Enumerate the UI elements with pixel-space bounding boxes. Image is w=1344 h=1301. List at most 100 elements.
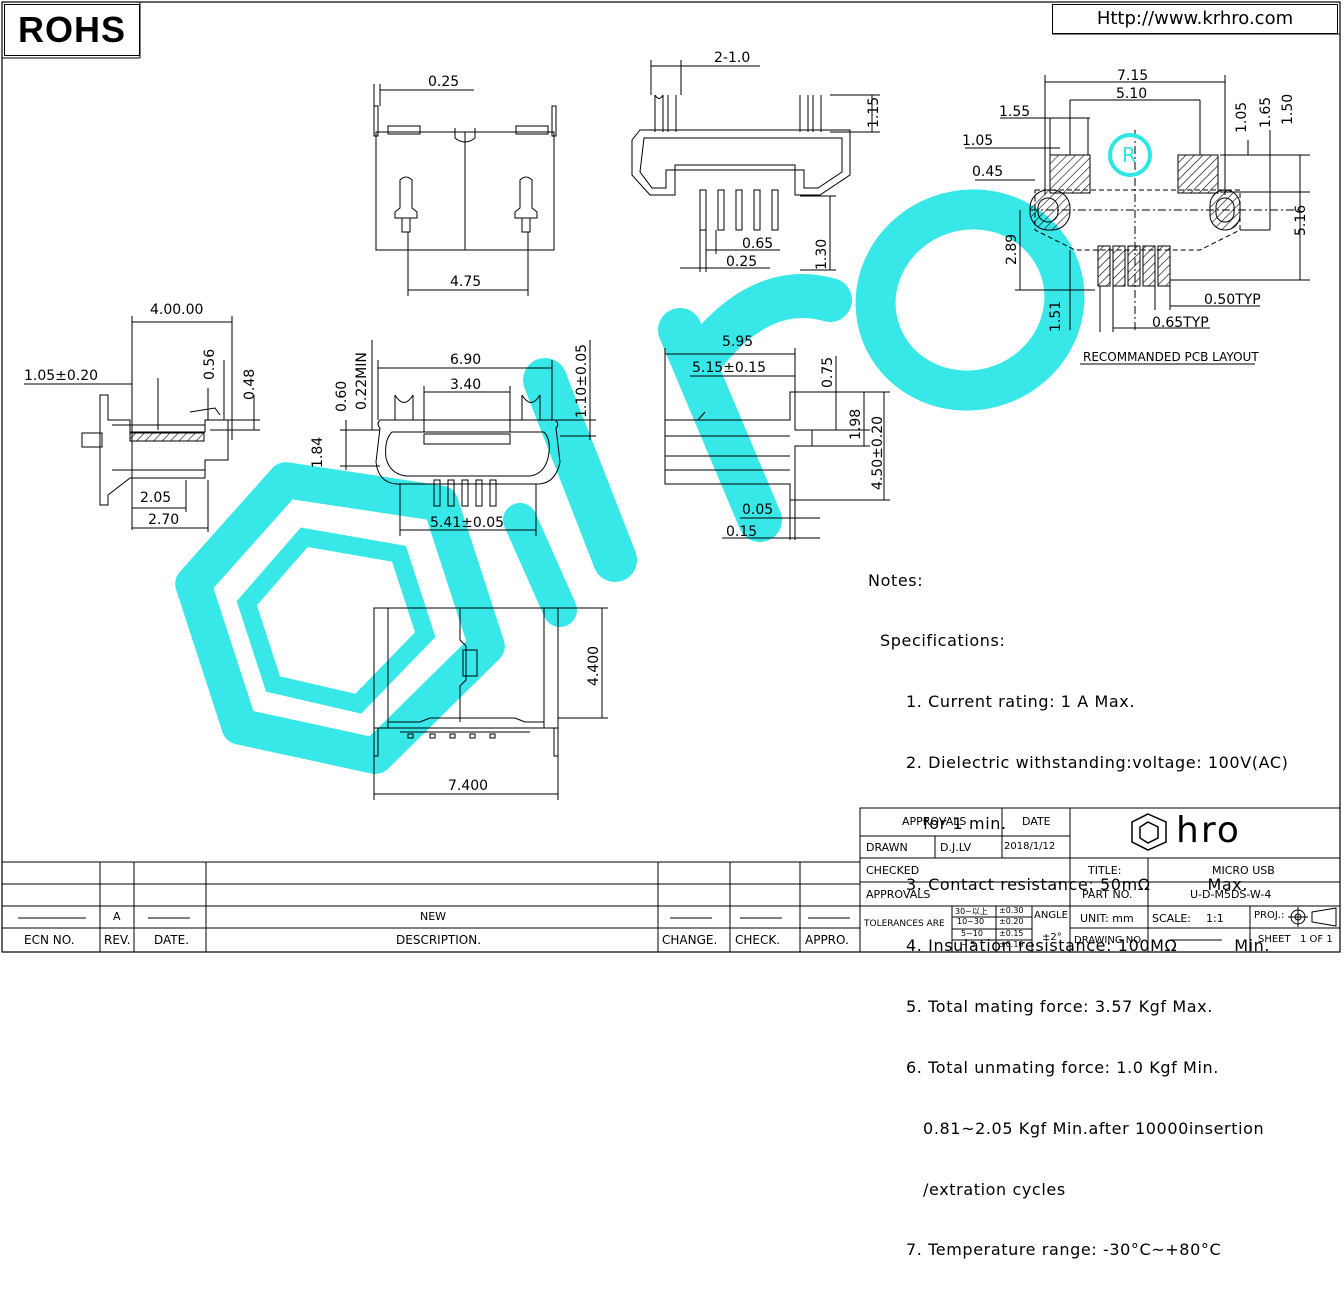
dim-label: 4.50±0.20	[870, 416, 886, 490]
dim-label: 7.15	[1117, 68, 1148, 84]
dim-label: 2-1.0	[714, 50, 750, 66]
note-line: 4. Insulation resistance: 100MΩ Min.	[906, 935, 1271, 955]
dim-label: 0.48	[242, 369, 258, 400]
tol-value: ±0.10	[999, 940, 1024, 949]
tol-value: ±0.30	[999, 906, 1024, 915]
dim-label: 1.50	[1280, 94, 1296, 125]
bottom-view	[373, 607, 608, 800]
col-check: CHECK.	[735, 933, 781, 947]
dim-label: 2.70	[148, 512, 179, 528]
dim-label: 0.45	[972, 164, 1003, 180]
angle-value: ±2°	[1042, 932, 1062, 943]
dim-label: 5.15±0.15	[692, 360, 766, 376]
dim-label: 4.400	[586, 646, 602, 686]
rev-value: A	[113, 910, 121, 923]
note-line: 3. Contact resistance: 50mΩ Max.	[906, 875, 1249, 895]
dim-label: 0.50TYP	[1204, 292, 1261, 308]
dim-label: 5.95	[722, 334, 753, 350]
drawn-by: D.J.LV	[940, 841, 972, 854]
tol-range: 30~以上	[955, 907, 988, 916]
approvals-header: APPROVALS	[902, 815, 967, 828]
drawing-no-label: DRAWING NO.	[1074, 935, 1144, 946]
projection-label: PROJ.:	[1254, 910, 1285, 921]
col-ecn: ECN NO.	[24, 933, 75, 947]
note-line: 0.81~2.05 Kgf Min.after 10000insertion	[906, 1118, 1265, 1138]
tol-range: ~ 5	[961, 940, 976, 949]
dim-label: 0.05	[742, 502, 773, 518]
dim-label: 0.56	[202, 349, 218, 380]
dim-label: 0.60	[334, 381, 350, 412]
angle-label: ANGLE	[1034, 910, 1068, 921]
front-top-view	[631, 60, 880, 272]
date-header: DATE	[1022, 815, 1051, 828]
col-description: DESCRIPTION.	[396, 933, 482, 947]
registered-mark: R	[1122, 143, 1136, 167]
note-line: /extration cycles	[906, 1179, 1066, 1199]
part-value: U-D-M5DS-W-4	[1190, 888, 1272, 901]
hro-logo-text: hro	[1176, 810, 1241, 851]
dim-label: 1.15	[866, 97, 882, 128]
dim-label: 0.25	[726, 254, 757, 270]
dim-label: 5.41±0.05	[430, 515, 504, 531]
sheet-value: 1 OF 1	[1300, 934, 1333, 945]
checked-label: CHECKED	[866, 864, 920, 877]
notes-subheading: Specifications:	[880, 631, 1006, 651]
dim-label: 0.65	[742, 236, 773, 252]
col-date: DATE.	[154, 933, 190, 947]
side-view	[24, 316, 260, 532]
tol-range: 10~30	[957, 917, 985, 926]
tolerances-label: TOLERANCES ARE	[864, 919, 945, 929]
title-label: TITLE:	[1088, 864, 1122, 877]
dim-label: 0.75	[820, 357, 836, 388]
hro-logo	[1131, 813, 1167, 851]
unit-label: UNIT: mm	[1080, 912, 1134, 925]
dim-label: 4.75	[450, 274, 481, 290]
col-appro: APPRO.	[805, 933, 849, 947]
dim-label: 1.65	[1258, 97, 1274, 128]
dim-label: 1.05	[1234, 102, 1250, 133]
dim-label: 3.40	[450, 377, 481, 393]
col-rev: REV.	[104, 933, 131, 947]
dim-label: 1.10±0.05	[574, 344, 590, 418]
dim-label: 1.30	[814, 239, 830, 270]
pcb-layout-view	[965, 75, 1310, 365]
dim-label: 5.10	[1116, 86, 1147, 102]
rohs-label: ROHS	[4, 4, 140, 56]
dim-label: 2.05	[140, 490, 171, 506]
drawing-canvas: 0.25 4.75	[1, 1, 1341, 953]
col-change: CHANGE.	[662, 933, 718, 947]
dim-label: 1.84	[310, 437, 326, 468]
note-line: 2. Dielectric withstanding:voltage: 100V…	[906, 753, 1289, 773]
title-block-grid	[2, 807, 1341, 953]
drawn-label: DRAWN	[866, 841, 908, 854]
front-view	[340, 340, 596, 536]
pcb-caption: RECOMMANDED PCB LAYOUT	[1083, 350, 1259, 364]
tol-range: 5~10	[961, 929, 983, 938]
top-view	[373, 84, 557, 296]
website-url: Http://www.krhro.com	[1052, 4, 1338, 34]
dim-label: 1.05±0.20	[24, 368, 98, 384]
tol-value: ±0.15	[999, 929, 1024, 938]
note-line: 1. Current rating: 1 A Max.	[906, 692, 1136, 712]
drawing-sheet: 0.25 4.75	[1, 1, 1341, 1259]
description-value: NEW	[420, 910, 447, 923]
approvals-label: APPROVALS	[866, 888, 931, 901]
dim-label: 5.16	[1293, 205, 1309, 236]
note-line: 5. Total mating force: 3.57 Kgf Max.	[906, 996, 1213, 1016]
part-label: PART NO.	[1082, 888, 1133, 901]
dim-label: 1.05	[962, 133, 993, 149]
drawn-date: 2018/1/12	[1004, 841, 1056, 852]
scale-label: SCALE:	[1152, 912, 1191, 925]
dim-label: 1.51	[1048, 301, 1064, 332]
title-value: MICRO USB	[1212, 864, 1275, 877]
dim-label: 4.00.00	[150, 302, 203, 318]
notes-heading: Notes:	[868, 570, 924, 590]
notes-block: Notes: Specifications: 1. Current rating…	[868, 530, 1288, 1301]
note-line: for 1 min.	[906, 814, 1007, 834]
sheet-label: SHEET	[1258, 934, 1291, 945]
dim-label: 6.90	[450, 352, 481, 368]
right-view	[664, 348, 890, 540]
scale-value: 1:1	[1206, 912, 1224, 925]
dim-label: 1.55	[999, 104, 1030, 120]
note-line: 6. Total unmating force: 1.0 Kgf Min.	[906, 1057, 1219, 1077]
